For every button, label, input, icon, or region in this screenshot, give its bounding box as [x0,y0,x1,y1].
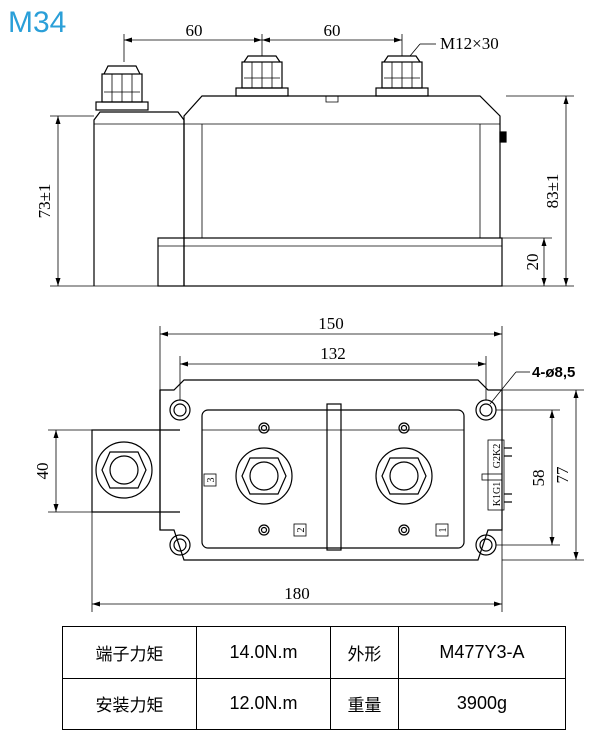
outline-label: 外形 [329,626,399,679]
mounting-hole [475,534,497,556]
dim-58: 58 [529,470,548,487]
middle-terminal-nut [235,447,293,505]
table-row: 端子力矩 14.0N.m 外形 M477Y3-A [62,626,567,679]
top-view-dimensions [48,326,584,612]
dim-60-left: 60 [186,21,203,40]
dim-180: 180 [284,584,310,603]
mounting-hole [169,534,191,556]
table-row: 安装力矩 12.0N.m 重量 3900g [62,677,567,730]
weight-value: 3900g [397,677,567,730]
dim-40: 40 [33,463,52,480]
dim-60-right: 60 [324,21,341,40]
left-terminal-nut [95,441,153,499]
dim-132: 132 [320,344,346,363]
terminal-torque-label: 端子力矩 [62,626,197,679]
gate-lower-label: K1G1 [492,482,503,506]
terminal-3-label: 3 [206,478,217,483]
mounting-hole [475,399,497,421]
dim-83: 83±1 [543,174,562,209]
right-bolt [375,55,429,97]
terminal-torque-value: 14.0N.m [195,626,331,679]
hole-spec: 4-ø8,5 [532,364,575,381]
screw-spec: M12×30 [440,34,499,53]
terminal-2-label: 2 [296,528,307,533]
dim-150: 150 [318,314,344,333]
mounting-torque-label: 安装力矩 [62,677,197,730]
middle-bolt [235,55,289,97]
dim-73: 73±1 [35,184,54,219]
right-terminal-nut [375,447,433,505]
mounting-hole [169,399,191,421]
mounting-torque-value: 12.0N.m [195,677,331,730]
dim-20: 20 [523,254,542,271]
left-bolt [95,65,149,111]
top-view-arrows [53,331,579,607]
weight-label: 重量 [329,677,399,730]
dim-77: 77 [553,466,572,484]
outline-value: M477Y3-A [397,626,567,679]
side-view [93,55,507,287]
model-title: M34 [8,6,67,39]
side-view-arrows [55,37,569,286]
terminal-1-label: 1 [438,528,449,533]
spec-table: 端子力矩 14.0N.m 外形 M477Y3-A 安装力矩 12.0N.m 重量… [62,626,567,730]
gate-upper-label: G2K2 [492,444,503,468]
technical-drawing: 60 60 M12×30 73±1 83±1 20 150 132 4-ø8,5… [33,21,584,612]
